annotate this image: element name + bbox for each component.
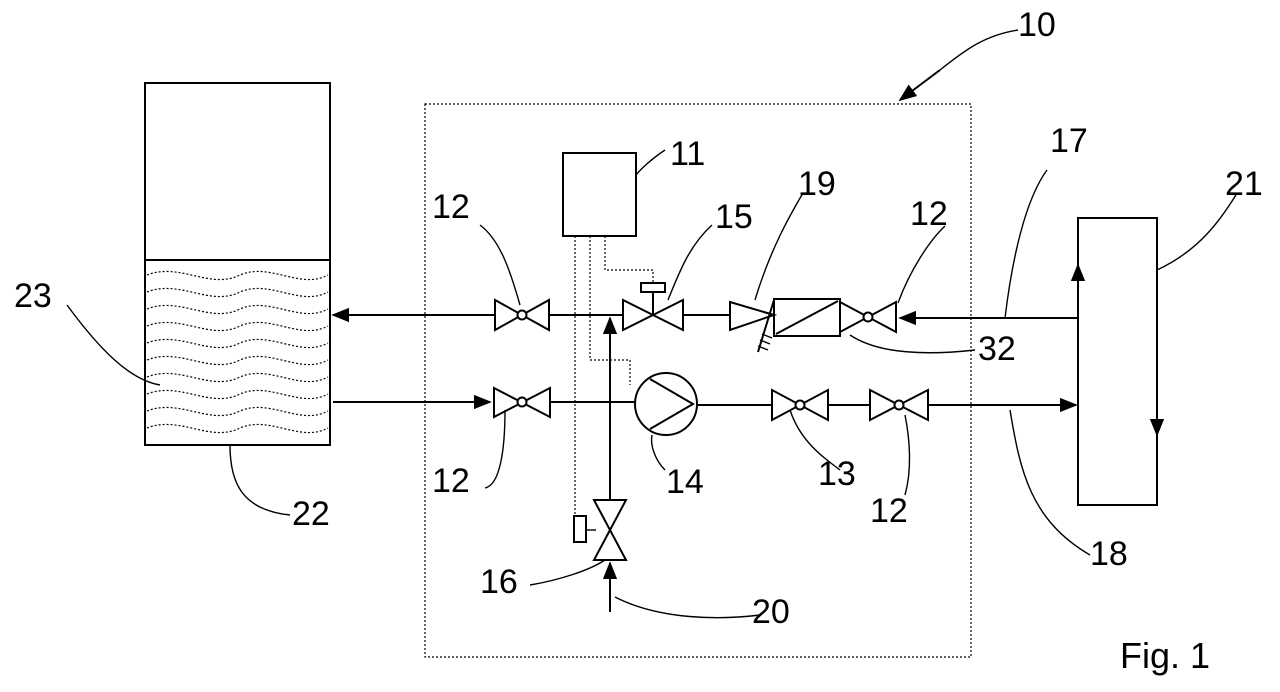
valve-12-bottom-right: [870, 390, 928, 420]
top-pipeline: [333, 315, 1078, 318]
label-12-bottom-right: 12: [870, 492, 908, 530]
valve-12-top-left: [495, 300, 549, 330]
label-12-top-left: 12: [432, 188, 470, 226]
label-15: 15: [715, 198, 753, 236]
label-11: 11: [670, 135, 705, 173]
label-10: 10: [1018, 6, 1056, 44]
label-22: 22: [292, 495, 330, 533]
label-21: 21: [1225, 165, 1263, 203]
check-valve-19: [730, 300, 774, 352]
label-13: 13: [818, 455, 856, 493]
label-12-top-right: 12: [910, 195, 948, 233]
valve-12-top-right: [840, 302, 896, 332]
liquid-waves: [147, 271, 328, 432]
valve-15: [623, 283, 683, 330]
label-23: 23: [14, 277, 52, 315]
control-wires: [575, 236, 653, 516]
filter-32: [774, 299, 840, 336]
tank: [145, 83, 330, 445]
pump-14: [635, 373, 697, 435]
figure-caption: Fig. 1: [1120, 635, 1210, 676]
label-19: 19: [798, 165, 836, 203]
controller-box: [563, 153, 636, 236]
bottom-pipeline: [333, 402, 1076, 405]
consumer-21: [1078, 218, 1157, 505]
label-14: 14: [666, 463, 704, 501]
label-32: 32: [978, 330, 1016, 368]
label-17: 17: [1050, 122, 1088, 160]
leader-lines: [67, 30, 1236, 618]
valve-16: [574, 500, 626, 560]
label-18: 18: [1090, 535, 1128, 573]
label-16: 16: [480, 563, 518, 601]
label-20: 20: [752, 593, 790, 631]
label-12-bottom-left: 12: [432, 462, 470, 500]
valve-12-bottom-left: [494, 388, 550, 417]
valve-13: [772, 390, 828, 420]
